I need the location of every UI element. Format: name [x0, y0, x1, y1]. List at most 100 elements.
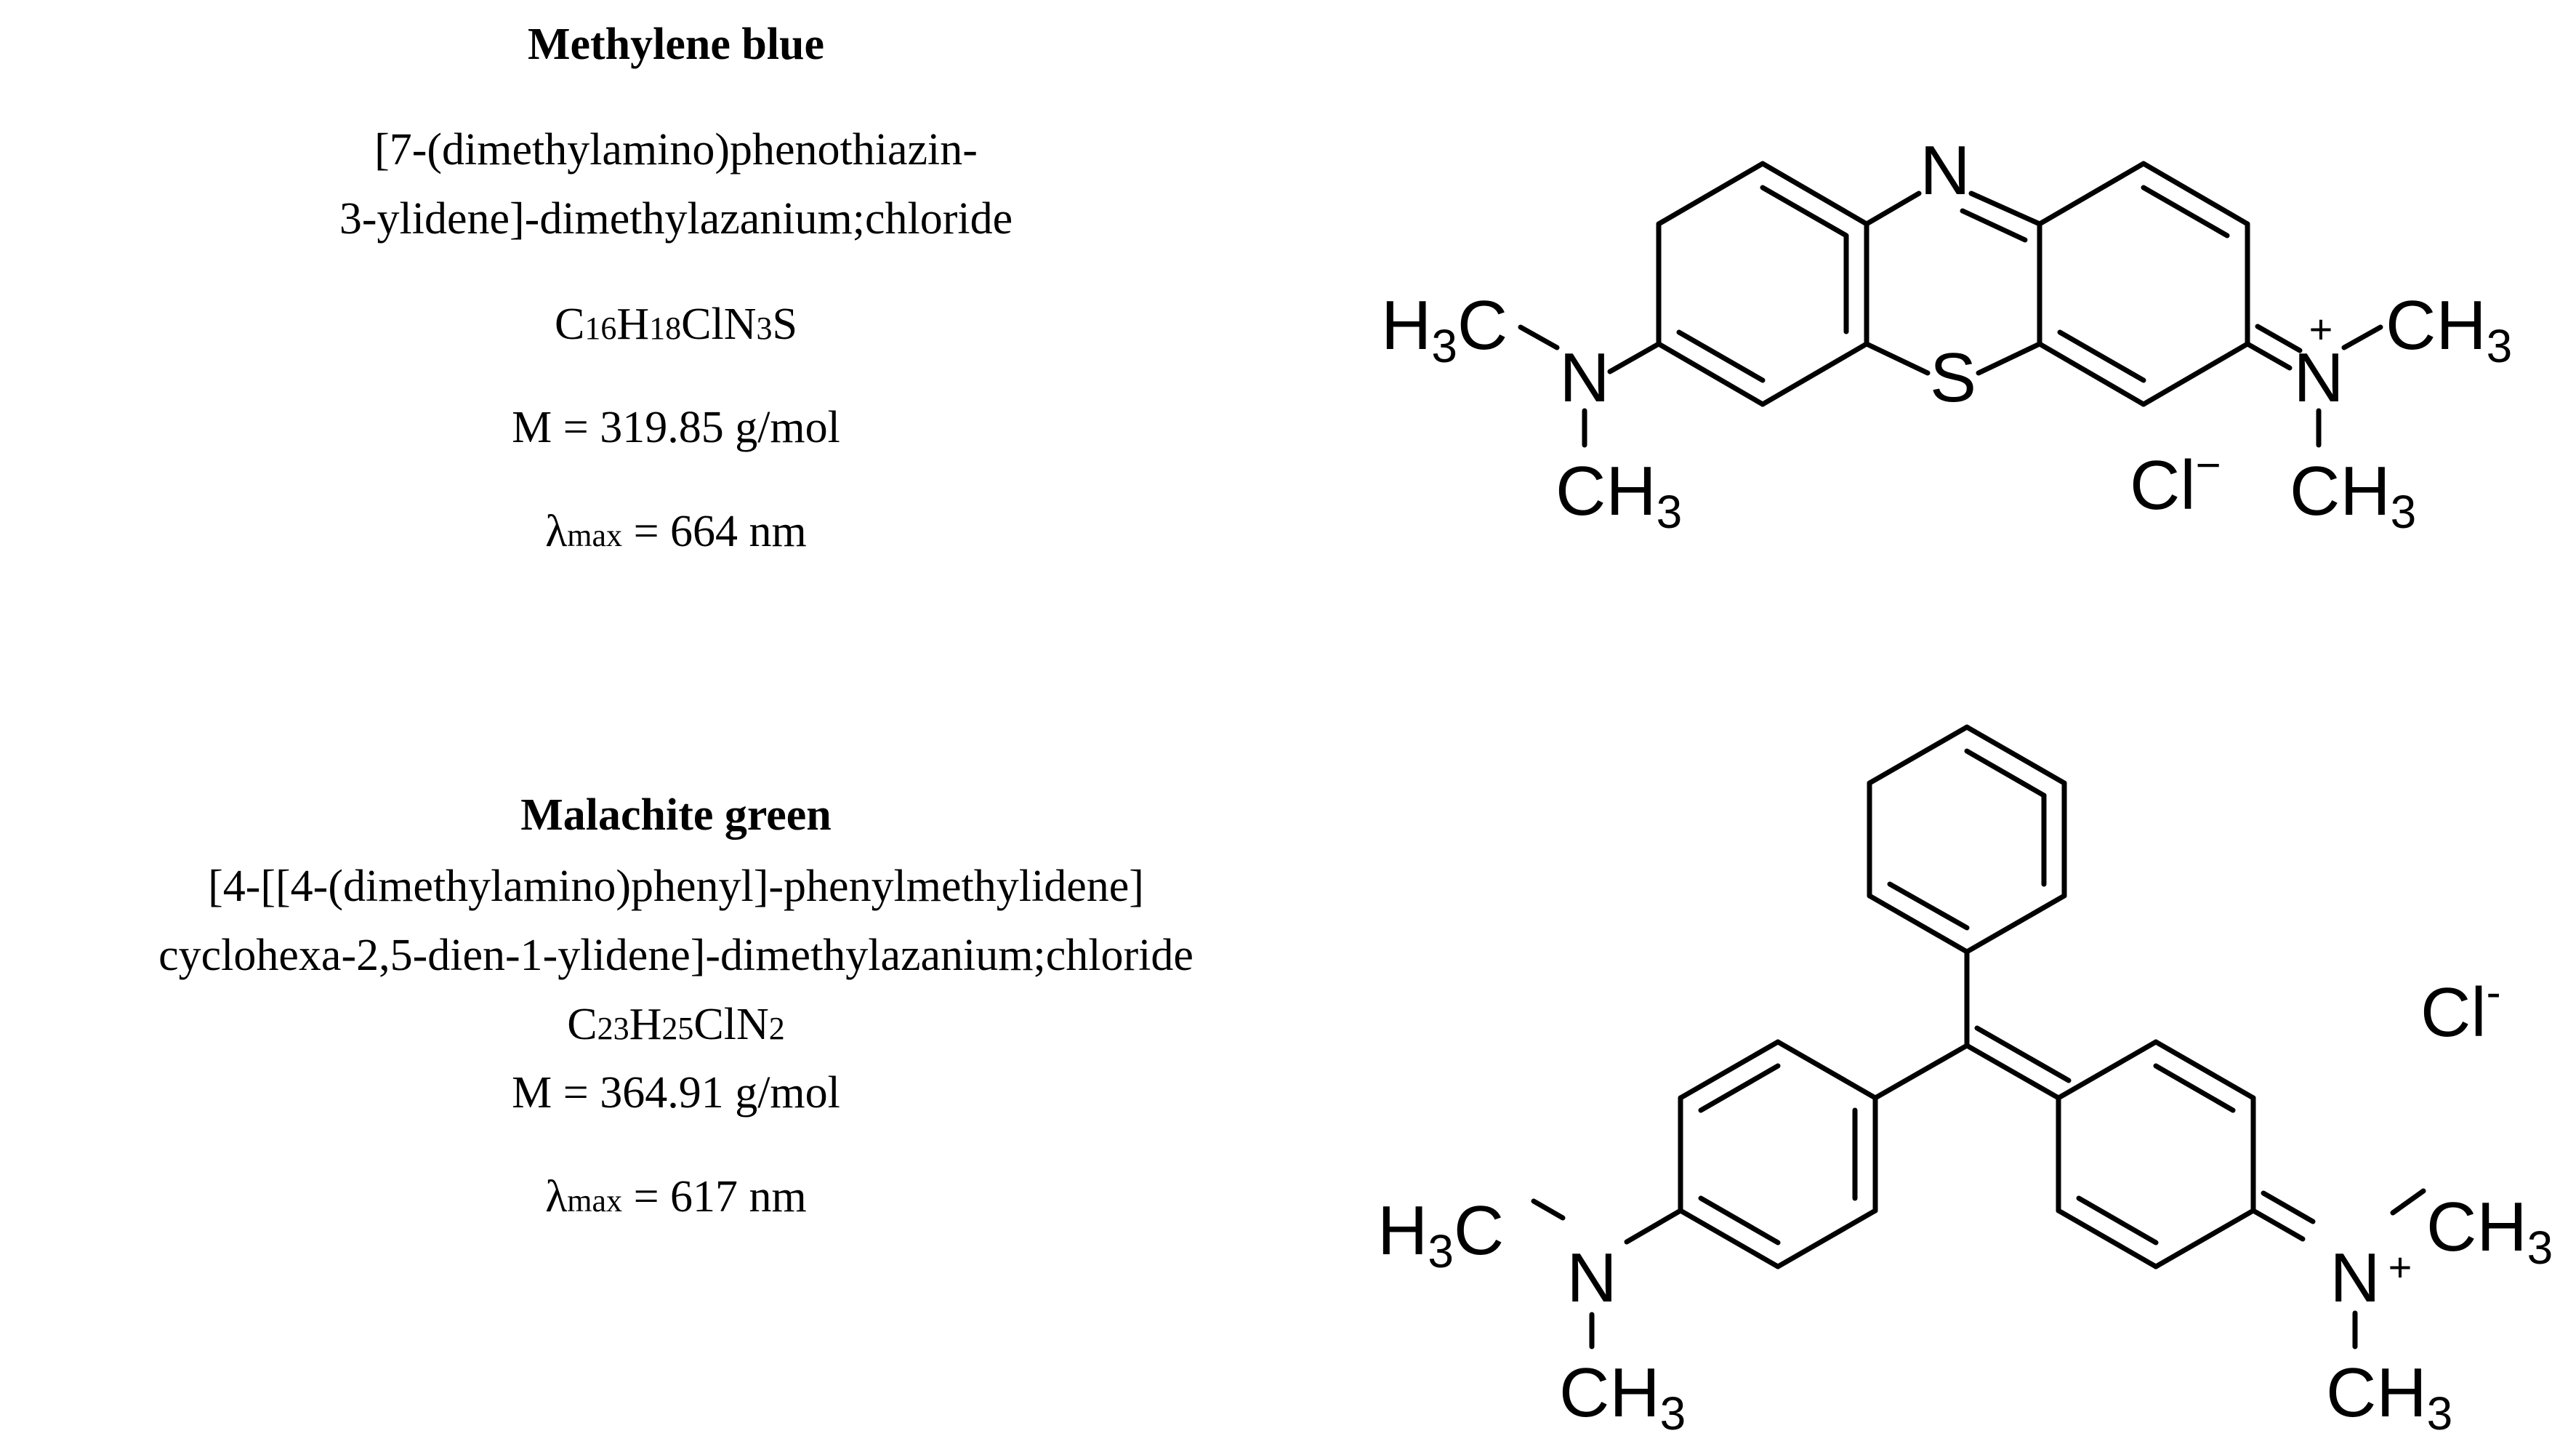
atom-label: C	[1454, 1192, 1504, 1269]
atom-label: H	[1377, 1192, 1428, 1269]
bond	[1531, 1198, 1566, 1221]
bond	[1518, 324, 1560, 350]
atom-label: CH	[2290, 452, 2391, 530]
atom-group: CH3	[1559, 1354, 1686, 1440]
iupac-name-line-1: [7-(dimethylamino)phenothiazin-	[374, 125, 978, 175]
lambda-symbol: λ	[545, 1172, 568, 1222]
atom-group: CH3	[1555, 452, 1682, 538]
bond	[1867, 893, 1970, 955]
atom-group: H3C	[1381, 286, 1508, 372]
atom-label: CH	[1555, 452, 1657, 530]
iupac-name-line-2: 3-ylidene]-dimethylazanium;chloride	[339, 194, 1013, 244]
atom-label: N	[1559, 339, 1609, 417]
bond	[1760, 161, 1869, 227]
formula-part: ClN	[693, 1000, 769, 1049]
formula-part: 16	[584, 310, 617, 346]
counterion: Cl-	[2420, 968, 2501, 1051]
atom-group: CH3	[2326, 1354, 2452, 1440]
lambda-max: λmax = 617 nm	[0, 1174, 1352, 1219]
bond	[2255, 324, 2303, 353]
bond	[2141, 161, 2250, 227]
bond	[1775, 1208, 1878, 1269]
bond	[1974, 1025, 2072, 1083]
bond	[1656, 161, 1766, 227]
atom-label: S	[1930, 339, 1976, 417]
bond	[1964, 893, 2067, 955]
bond	[1864, 341, 1931, 376]
atom-label: N	[2330, 1239, 2380, 1317]
formula-part: H	[616, 300, 650, 349]
bond	[1864, 190, 1922, 227]
atom-group: CH3	[2426, 1188, 2553, 1274]
bond	[2056, 1039, 2159, 1101]
counterion-label: Cl	[2420, 974, 2487, 1051]
lambda-symbol: λ	[545, 507, 568, 556]
lambda-value: = 617 nm	[622, 1172, 807, 1222]
bond	[1964, 748, 2047, 798]
atom-subscript: 3	[1428, 1225, 1454, 1277]
atom-label: H	[1381, 286, 1431, 364]
bond	[2153, 1039, 2256, 1101]
bond	[1678, 1208, 1781, 1269]
iupac-name-line-2: cyclohexa-2,5-dien-1-ylidene]-dimethylaz…	[158, 931, 1194, 980]
bond	[1964, 1043, 2061, 1101]
formula-part: 2	[768, 1011, 785, 1046]
formula-part: 3	[756, 310, 773, 346]
bond	[2037, 161, 2146, 227]
atom-label: CH	[2426, 1188, 2527, 1266]
bond	[1775, 1039, 1878, 1101]
bond	[1968, 190, 2042, 227]
atom-label: N	[2293, 339, 2343, 417]
bond	[2141, 185, 2230, 238]
bond	[1698, 1195, 1781, 1246]
lambda-subscript: max	[567, 518, 623, 553]
atom-subscript: 3	[1660, 1387, 1686, 1440]
bond	[1698, 1063, 1781, 1113]
charge-label: +	[2388, 1244, 2412, 1290]
bond	[1976, 341, 2042, 376]
charge-label: +	[2309, 306, 2333, 352]
atom-subscript: 3	[1657, 486, 1683, 538]
atom-subscript: 3	[2527, 1222, 2553, 1274]
formula-part: 25	[661, 1011, 694, 1046]
atom-label: CH	[1559, 1354, 1660, 1432]
compound-name: Malachite green	[520, 790, 832, 840]
formula-part: ClN	[681, 300, 757, 349]
bond	[2076, 1195, 2159, 1246]
bond	[2261, 1190, 2316, 1224]
bond	[1960, 208, 2028, 243]
molecular-formula: C16H18ClN3S	[0, 302, 1352, 347]
formula-part: H	[629, 1000, 662, 1049]
bond	[2057, 329, 2146, 383]
bond	[1624, 1208, 1683, 1245]
charge-label: -	[2487, 968, 2501, 1016]
atom-subscript: 3	[2487, 320, 2513, 372]
methylene-blue-info: Methylene blue [7-(dimethylamino)phenoth…	[0, 0, 1352, 582]
atom-label: CH	[2326, 1354, 2427, 1432]
bond	[2056, 1208, 2159, 1269]
formula-part: C	[567, 1000, 597, 1049]
lambda-max: λmax = 664 nm	[0, 509, 1352, 554]
compound-name: Methylene blue	[527, 20, 825, 69]
counterion: Cl−	[2130, 441, 2221, 524]
atom-label: C	[1457, 286, 1508, 364]
bond	[2153, 1063, 2236, 1113]
atom-subscript: 3	[2391, 486, 2417, 538]
bond	[2141, 341, 2250, 407]
atom-group: H3C	[1377, 1192, 1504, 1277]
malachite-green-info: Malachite green [4-[[4-(dimethylamino)ph…	[0, 790, 1352, 1219]
bond	[1887, 881, 1970, 931]
bond	[1872, 1043, 1970, 1101]
lambda-value: = 664 nm	[622, 507, 807, 556]
bond	[1760, 341, 1869, 407]
molar-mass: M = 364.91 g/mol	[512, 1068, 840, 1118]
atom-subscript: 3	[2427, 1387, 2453, 1440]
formula-part: 18	[649, 310, 682, 346]
bond	[2245, 341, 2293, 371]
atom-group: CH3	[2386, 286, 2512, 372]
bond	[1678, 1039, 1781, 1101]
iupac-name-line-1: [4-[[4-(dimethylamino)phenyl]-phenylmeth…	[208, 862, 1144, 911]
bond	[2037, 341, 2146, 407]
